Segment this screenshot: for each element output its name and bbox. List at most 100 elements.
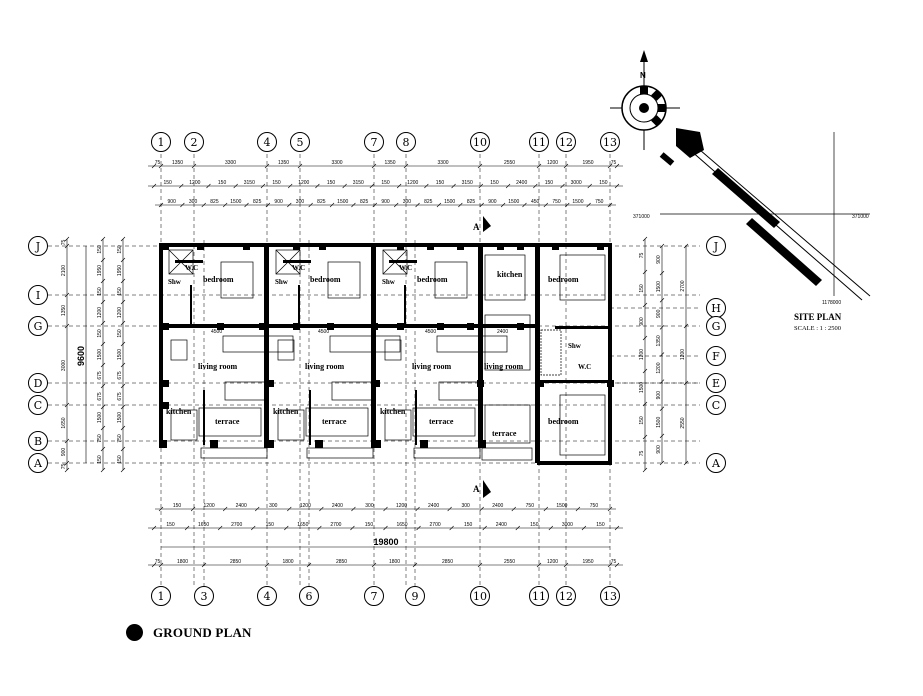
dim-left-a-tick	[64, 438, 70, 444]
dim-top-2-tick	[315, 183, 320, 189]
dim-bottom-2-tick	[184, 525, 190, 531]
grid-bubble-top	[529, 132, 549, 152]
dim-top-1-tick	[563, 163, 569, 169]
grid-bubble-bottom	[299, 586, 319, 606]
dim-top-2-text: 1200	[298, 180, 309, 186]
grid-bubble-right	[706, 395, 726, 415]
wc-box	[275, 249, 301, 275]
room-label-kitchen: kitchen	[166, 407, 192, 416]
dim-top-2-tick	[342, 183, 347, 189]
dim-bottom-1-text: 2400	[236, 503, 247, 509]
wall-column	[427, 243, 434, 250]
grid-bubble-left	[28, 373, 48, 393]
site-plan-title: SITE PLAN	[794, 312, 842, 322]
dim-bottom-1-tick	[575, 506, 581, 512]
section-arrow-top	[483, 216, 491, 232]
compass-tick-icon	[658, 104, 666, 112]
dim-left-a-tick	[64, 402, 70, 408]
dim-top-2-text: 150	[490, 180, 499, 186]
dim-bottom-3-text: 2550	[504, 559, 515, 565]
grid-bubble-left-label: G	[34, 320, 43, 333]
dim-right-b-tick	[659, 298, 665, 303]
dim-top-2-text: 3150	[244, 180, 255, 186]
wall-partition	[404, 285, 406, 325]
dim-left-b-text: 150	[97, 245, 103, 254]
dim-top-2-tick	[233, 183, 238, 189]
dim-bottom-3-tick	[477, 562, 483, 568]
dim-left-b-tick	[100, 362, 106, 368]
grid-bubble-left	[28, 236, 48, 256]
dim-left-b-text: 1950	[97, 265, 103, 276]
dim-left-c-text: 150	[117, 329, 123, 338]
dim-top-1-tick	[536, 163, 542, 169]
wall-column	[477, 380, 484, 387]
dim-top-2-tick	[533, 183, 538, 189]
sofa-2	[438, 381, 480, 401]
dim-left-c-text: 150	[117, 245, 123, 254]
grid-bubble-left	[28, 316, 48, 336]
grid-bubble-bottom	[364, 586, 384, 606]
wall-column	[162, 243, 169, 250]
dim-top-2-tick	[587, 183, 592, 189]
dim-bottom-1-tick	[319, 506, 324, 512]
dim-top-2-tick	[179, 183, 184, 189]
dim-left-a-tick	[64, 467, 70, 473]
dim-top-3-tick	[586, 202, 591, 208]
section-label-top: A	[473, 222, 480, 232]
dim-right-c-tick	[642, 368, 648, 374]
grid-bubble-top	[151, 132, 171, 152]
wall-column	[517, 243, 524, 250]
wall-partition	[203, 390, 205, 445]
dim-left-c-text: 1500	[117, 349, 123, 360]
dim-bottom-3-tick	[614, 562, 620, 568]
dim-right-c-tick	[642, 467, 648, 473]
dim-bottom-2-tick	[251, 525, 256, 531]
wall-column	[597, 243, 604, 250]
dim-top-3-tick	[201, 202, 206, 208]
dim-top-2-text: 3000	[571, 180, 582, 186]
dim-left-a-text: 75	[61, 464, 67, 470]
wc-diag	[275, 249, 301, 275]
kitchen-counter	[384, 409, 412, 441]
dim-right-c-text: 150	[639, 416, 645, 425]
dim-top-3-text: 1500	[337, 199, 348, 205]
wall-interior-g	[159, 324, 539, 328]
dim-top-3-text: 1500	[444, 199, 455, 205]
bed	[220, 261, 254, 299]
bedroom-unit-6	[559, 394, 606, 456]
terrace-area	[305, 407, 369, 437]
dim-right-b-text: 1500	[656, 417, 662, 428]
site-plan-scale: SCALE : 1 : 2500	[794, 325, 841, 332]
dim-top-3-text: 900	[168, 199, 177, 205]
dim-top-3-tick	[351, 202, 356, 208]
plan-title-block: GROUND PLAN	[126, 624, 252, 641]
dim-top-2-text: 1200	[189, 180, 200, 186]
grid-bubble-left	[28, 453, 48, 473]
dim-top-3-tick	[500, 202, 506, 208]
dim-right-c-tick	[642, 401, 648, 407]
site-building-cluster	[676, 128, 704, 158]
wall-column	[537, 380, 544, 387]
dim-top-3-tick	[158, 202, 164, 208]
grid-bubble-bottom	[257, 586, 277, 606]
room-dim-2400: 2400	[497, 329, 508, 335]
wall-g-right	[555, 326, 610, 329]
section-label-bottom: A	[473, 484, 480, 494]
dim-bottom-1-tick	[287, 506, 292, 512]
dim-top-1-tick	[151, 163, 157, 169]
dim-top-3-tick	[415, 202, 420, 208]
grid-bubble-left-label: I	[36, 289, 40, 302]
dim-right-a-tick	[683, 460, 689, 466]
dim-left-c-tick	[120, 341, 126, 347]
wc-box	[382, 249, 408, 275]
wall-column	[373, 380, 380, 387]
dim-bottom-3-text: 1950	[582, 559, 593, 565]
wall-pier	[373, 440, 381, 448]
grid-bubble-right	[706, 373, 726, 393]
dim-top-2-text: 150	[381, 180, 390, 186]
dim-bottom-3-text: 1800	[282, 559, 293, 565]
dim-top-1-text: 1350	[172, 160, 183, 166]
wall-north	[159, 243, 612, 247]
site-coord-bottom: 1178000	[822, 300, 841, 306]
